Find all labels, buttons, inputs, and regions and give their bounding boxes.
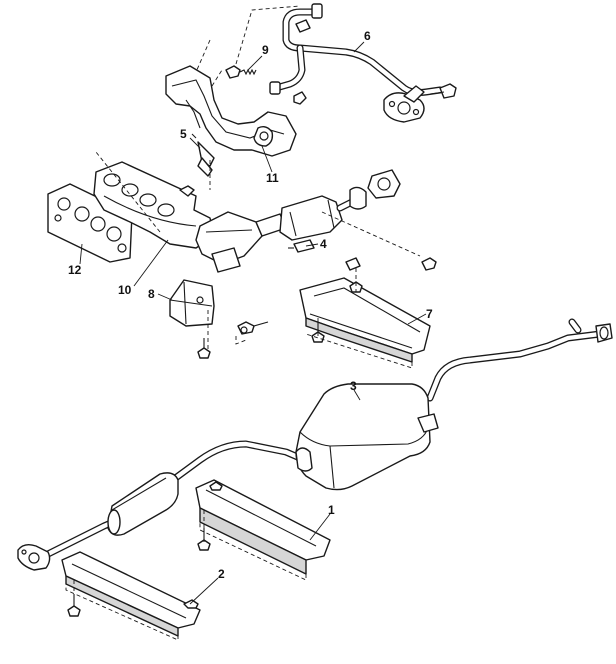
callout-2: 2 — [218, 567, 225, 581]
front-flange-gasket — [367, 169, 401, 199]
callout-numbers: 1 2 3 4 5 6 7 8 9 10 11 12 — [68, 29, 433, 581]
front-pipe-flange — [17, 543, 51, 571]
part-1-heat-shield — [195, 479, 331, 575]
alignment-lines — [65, 5, 421, 641]
part-7-heat-shield — [299, 257, 431, 363]
part-6-bolt — [429, 83, 457, 99]
center-resonator — [107, 472, 179, 536]
bracket-bolt-b — [197, 338, 211, 359]
part-12-manifold-gasket — [47, 183, 133, 263]
part-3-rear-muffler — [295, 383, 439, 491]
hanger-bolt-right — [421, 257, 437, 271]
callout-9: 9 — [262, 43, 269, 57]
part-5-oxygen-sensor — [191, 133, 215, 177]
tailpipe-tip — [595, 323, 613, 343]
part-11-heat-shield — [165, 65, 307, 157]
callout-3: 3 — [350, 379, 357, 393]
part-10-exhaust-manifold — [93, 161, 215, 249]
front-pipe-catalyst — [279, 186, 367, 241]
part-6-pipe — [269, 3, 444, 96]
part-8-bracket — [169, 279, 215, 327]
part-2-heat-shield — [61, 551, 201, 637]
callout-6: 6 — [364, 29, 371, 43]
bracket-bolt-a — [237, 321, 269, 335]
callout-7: 7 — [426, 307, 433, 321]
part-10-catalyst — [195, 211, 287, 273]
callout-8: 8 — [148, 287, 155, 301]
callout-5: 5 — [180, 127, 187, 141]
part-9-stud — [225, 65, 257, 79]
leader-lines — [79, 41, 427, 605]
callout-12: 12 — [68, 263, 82, 277]
callout-11: 11 — [266, 171, 279, 185]
callout-1: 1 — [328, 503, 335, 517]
part-4-oxygen-sensor — [288, 239, 315, 253]
part-6-flange — [383, 85, 425, 123]
callout-10: 10 — [118, 283, 132, 297]
callout-4: 4 — [320, 237, 327, 251]
